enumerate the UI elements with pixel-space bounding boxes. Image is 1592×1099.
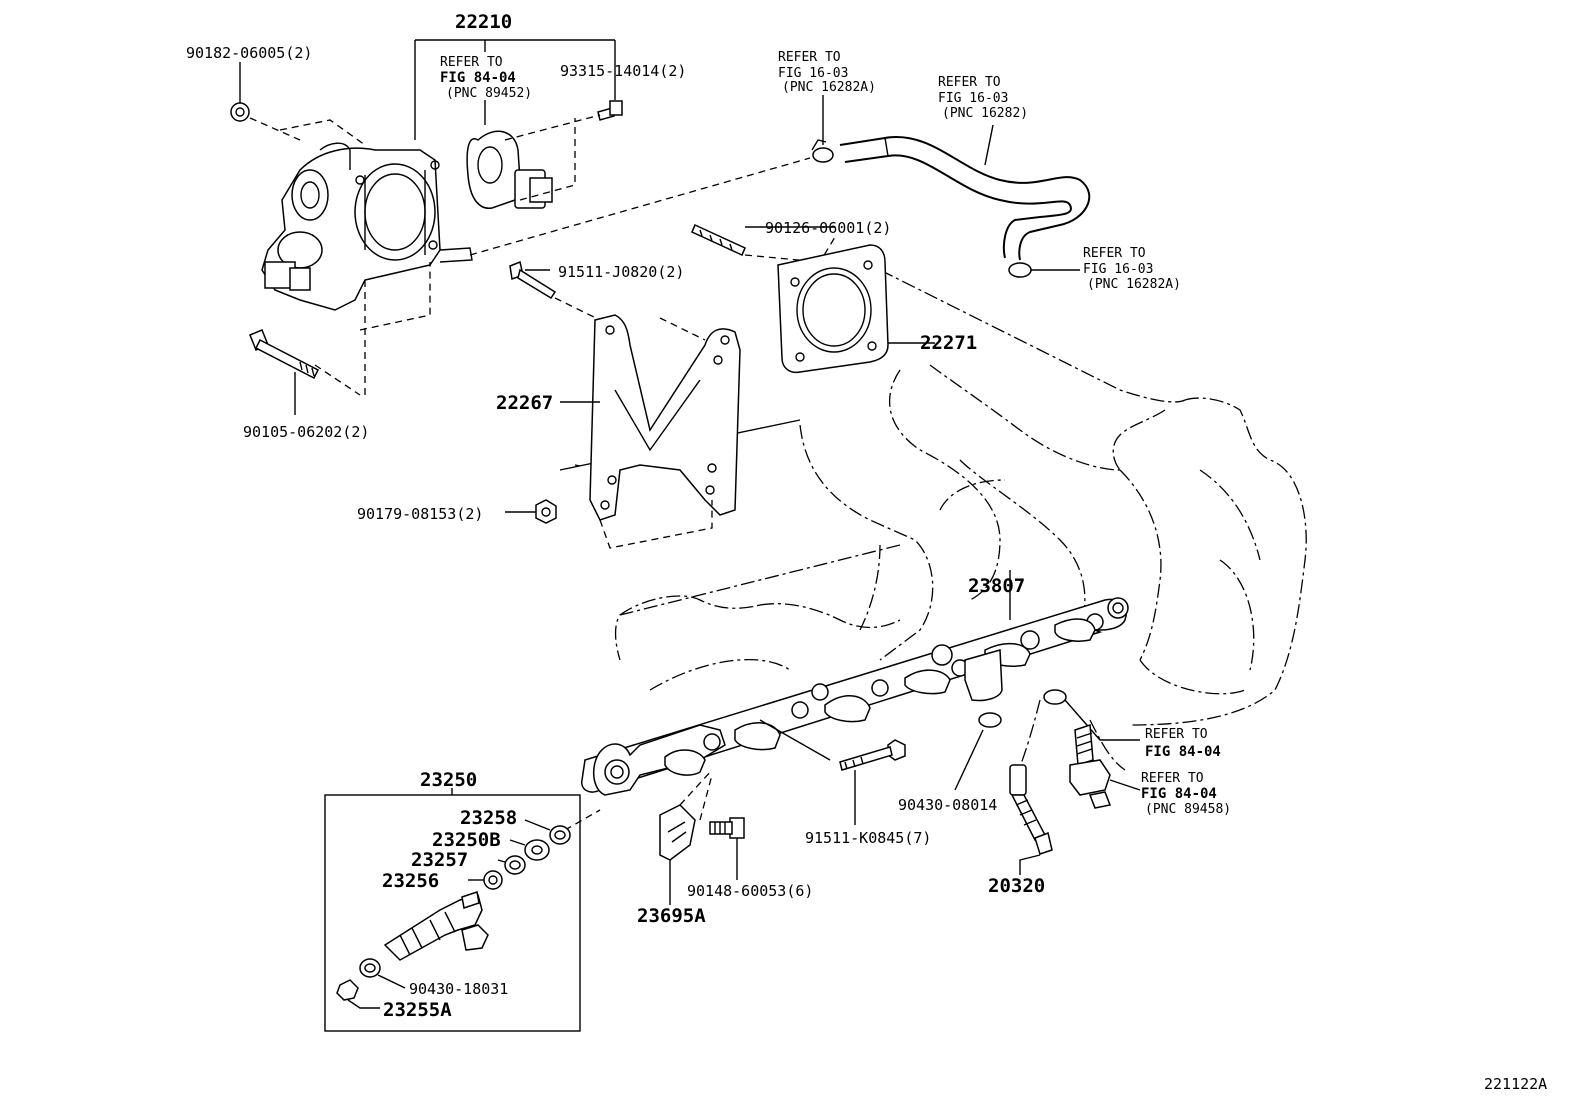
ref-sensor-a-line1: REFER TO	[1145, 727, 1208, 742]
nut-90179	[505, 499, 557, 524]
ref-sensor-a-line2: FIG 84-04	[1145, 744, 1221, 760]
label-91511-J: 91511-J0820(2)	[558, 263, 684, 281]
label-91511-K: 91511-K0845(7)	[805, 829, 931, 847]
injector-assembly-box	[324, 788, 601, 1032]
ref-clamp-top-line3: (PNC 16282A)	[782, 80, 876, 95]
label-93315: 93315-14014(2)	[560, 62, 686, 80]
gasket-22271	[777, 244, 935, 374]
bolt-91511-J0820	[509, 260, 601, 321]
ref-tps-line3: (PNC 89452)	[446, 86, 532, 101]
label-23257: 23257	[411, 849, 468, 871]
bolt-91511-K0845	[759, 719, 906, 825]
label-23256: 23256	[382, 870, 439, 892]
label-23807: 23807	[968, 575, 1025, 597]
fuel-delivery-pipe	[581, 570, 1140, 796]
ref-tps-line1: REFER TO	[440, 55, 503, 70]
label-22271: 22271	[920, 332, 977, 354]
ref-clamp-bottom-line2: FIG 16-03	[1083, 262, 1153, 277]
bracket-22267	[560, 314, 741, 549]
label-90126: 90126-06001(2)	[765, 219, 891, 237]
ref-clamp-top-line1: REFER TO	[778, 50, 841, 65]
bolt-90148	[709, 817, 745, 880]
part-labels: 22210 90182-06005(2) 93315-14014(2) 9012…	[186, 11, 1547, 1093]
ref-hose-line3: (PNC 16282)	[942, 106, 1028, 121]
stud-90126	[691, 223, 836, 263]
ref-sensor-b-line2: FIG 84-04	[1141, 786, 1217, 802]
ref-sensor-b-line1: REFER TO	[1141, 771, 1204, 786]
label-22210: 22210	[455, 11, 512, 33]
diagram-id: 221122A	[1484, 1075, 1547, 1093]
label-23250: 23250	[420, 769, 477, 791]
label-23695A: 23695A	[637, 905, 706, 927]
label-90179: 90179-08153(2)	[357, 505, 483, 523]
sensor-20320	[1009, 764, 1053, 875]
label-23250B: 23250B	[432, 829, 501, 851]
label-90105: 90105-06202(2)	[243, 423, 369, 441]
throttle-position-sensor	[466, 130, 553, 209]
label-22267: 22267	[496, 392, 553, 414]
label-90430-18031: 90430-18031	[409, 980, 508, 998]
throttle-body	[230, 102, 473, 311]
ref-tps-line2: FIG 84-04	[440, 70, 516, 86]
sensor-89458	[1069, 723, 1141, 809]
ref-hose-line2: FIG 16-03	[938, 91, 1008, 106]
label-23255A: 23255A	[383, 999, 452, 1021]
screw-93315	[597, 100, 623, 121]
refer-notes: REFER TO FIG 84-04 (PNC 89452) REFER TO …	[440, 50, 1231, 817]
label-90148: 90148-60053(6)	[687, 882, 813, 900]
ref-hose-line1: REFER TO	[938, 75, 1001, 90]
ref-sensor-b-line3: (PNC 89458)	[1145, 802, 1231, 817]
bolt-90105	[249, 329, 320, 415]
throttle-leaders	[239, 39, 811, 400]
ref-clamp-bottom-line3: (PNC 16282A)	[1087, 277, 1181, 292]
label-23258: 23258	[460, 807, 517, 829]
intake-manifold	[559, 269, 1307, 791]
label-90430-08014: 90430-08014	[898, 796, 997, 814]
ref-clamp-bottom-line1: REFER TO	[1083, 246, 1146, 261]
label-20320: 20320	[988, 875, 1045, 897]
label-90182: 90182-06005(2)	[186, 44, 312, 62]
spacer-23695A	[659, 769, 713, 905]
hose	[811, 95, 1091, 278]
ref-clamp-top-line2: FIG 16-03	[778, 66, 848, 81]
